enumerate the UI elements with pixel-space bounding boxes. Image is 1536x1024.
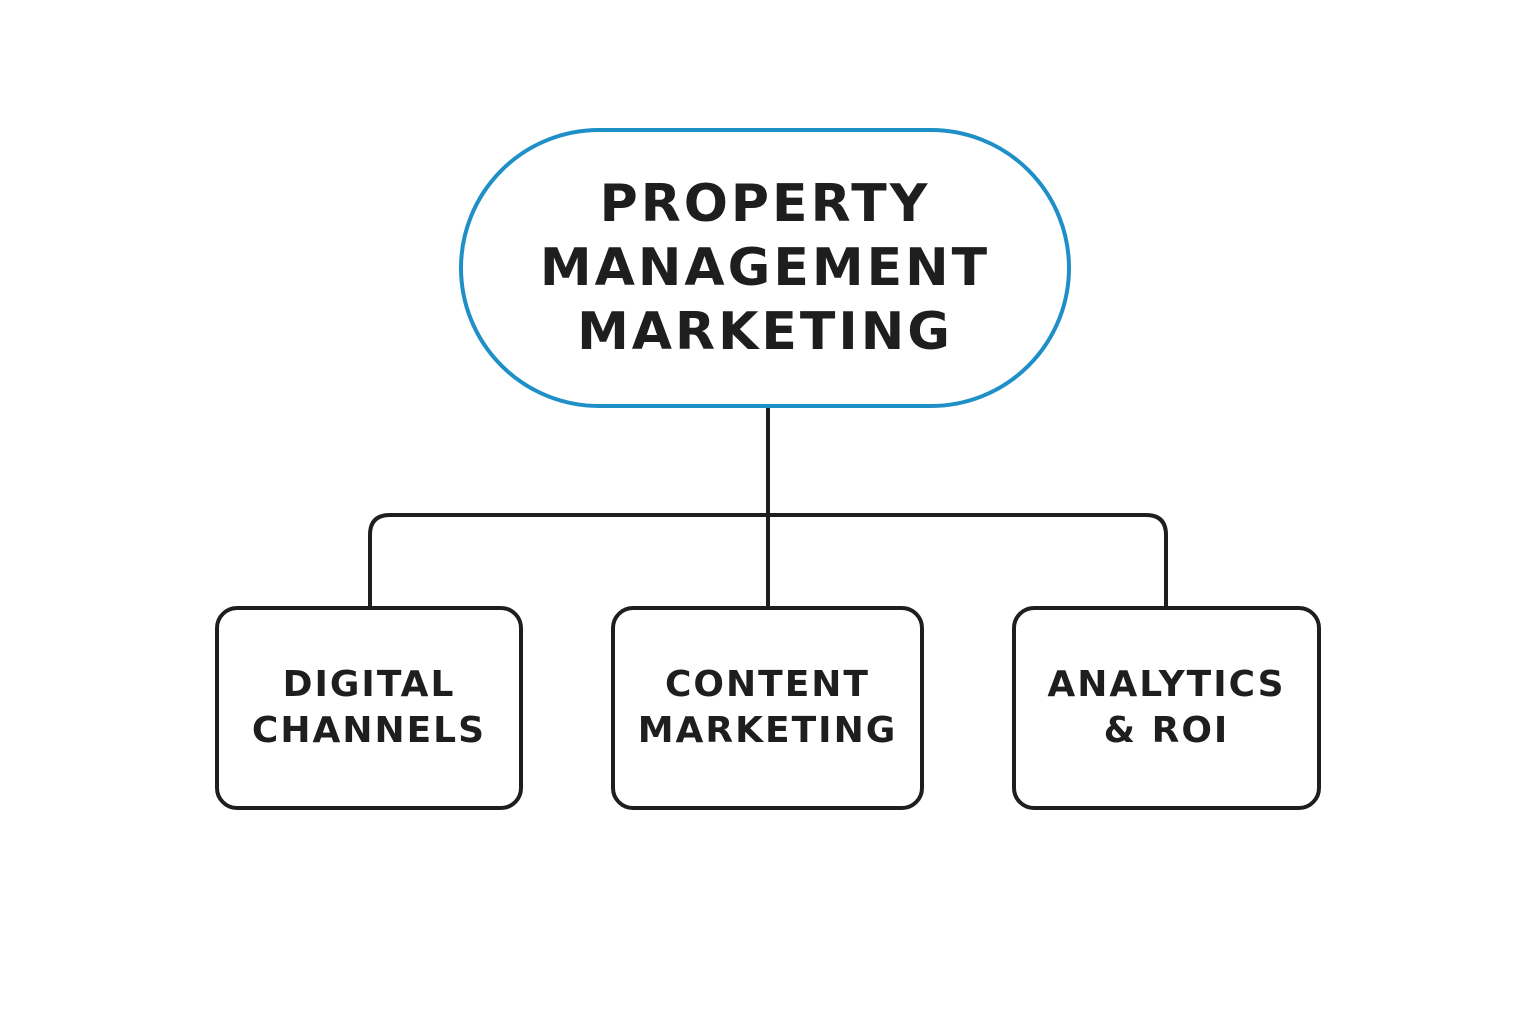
root-label-line-3: MARKETING xyxy=(577,302,953,362)
child-node-label: DIGITAL CHANNELS xyxy=(252,662,486,754)
child-node-content-marketing: CONTENT MARKETING xyxy=(611,606,924,810)
root-label-line-2: MANAGEMENT xyxy=(539,238,991,298)
digital-label-line-2: CHANNELS xyxy=(251,710,487,751)
child-node-label: CONTENT MARKETING xyxy=(638,662,898,754)
content-label-line-2: MARKETING xyxy=(637,710,898,751)
child-node-label: ANALYTICS & ROI xyxy=(1047,662,1285,754)
content-label-line-1: CONTENT xyxy=(665,664,870,705)
root-node-property-management-marketing: PROPERTY MANAGEMENT MARKETING xyxy=(459,128,1071,408)
root-label-line-1: PROPERTY xyxy=(599,174,931,234)
analytics-label-line-2: & ROI xyxy=(1103,710,1230,751)
child-node-digital-channels: DIGITAL CHANNELS xyxy=(215,606,523,810)
root-node-label: PROPERTY MANAGEMENT MARKETING xyxy=(540,172,990,364)
digital-label-line-1: DIGITAL xyxy=(282,664,456,705)
analytics-label-line-1: ANALYTICS xyxy=(1047,664,1286,705)
child-node-analytics-roi: ANALYTICS & ROI xyxy=(1012,606,1321,810)
